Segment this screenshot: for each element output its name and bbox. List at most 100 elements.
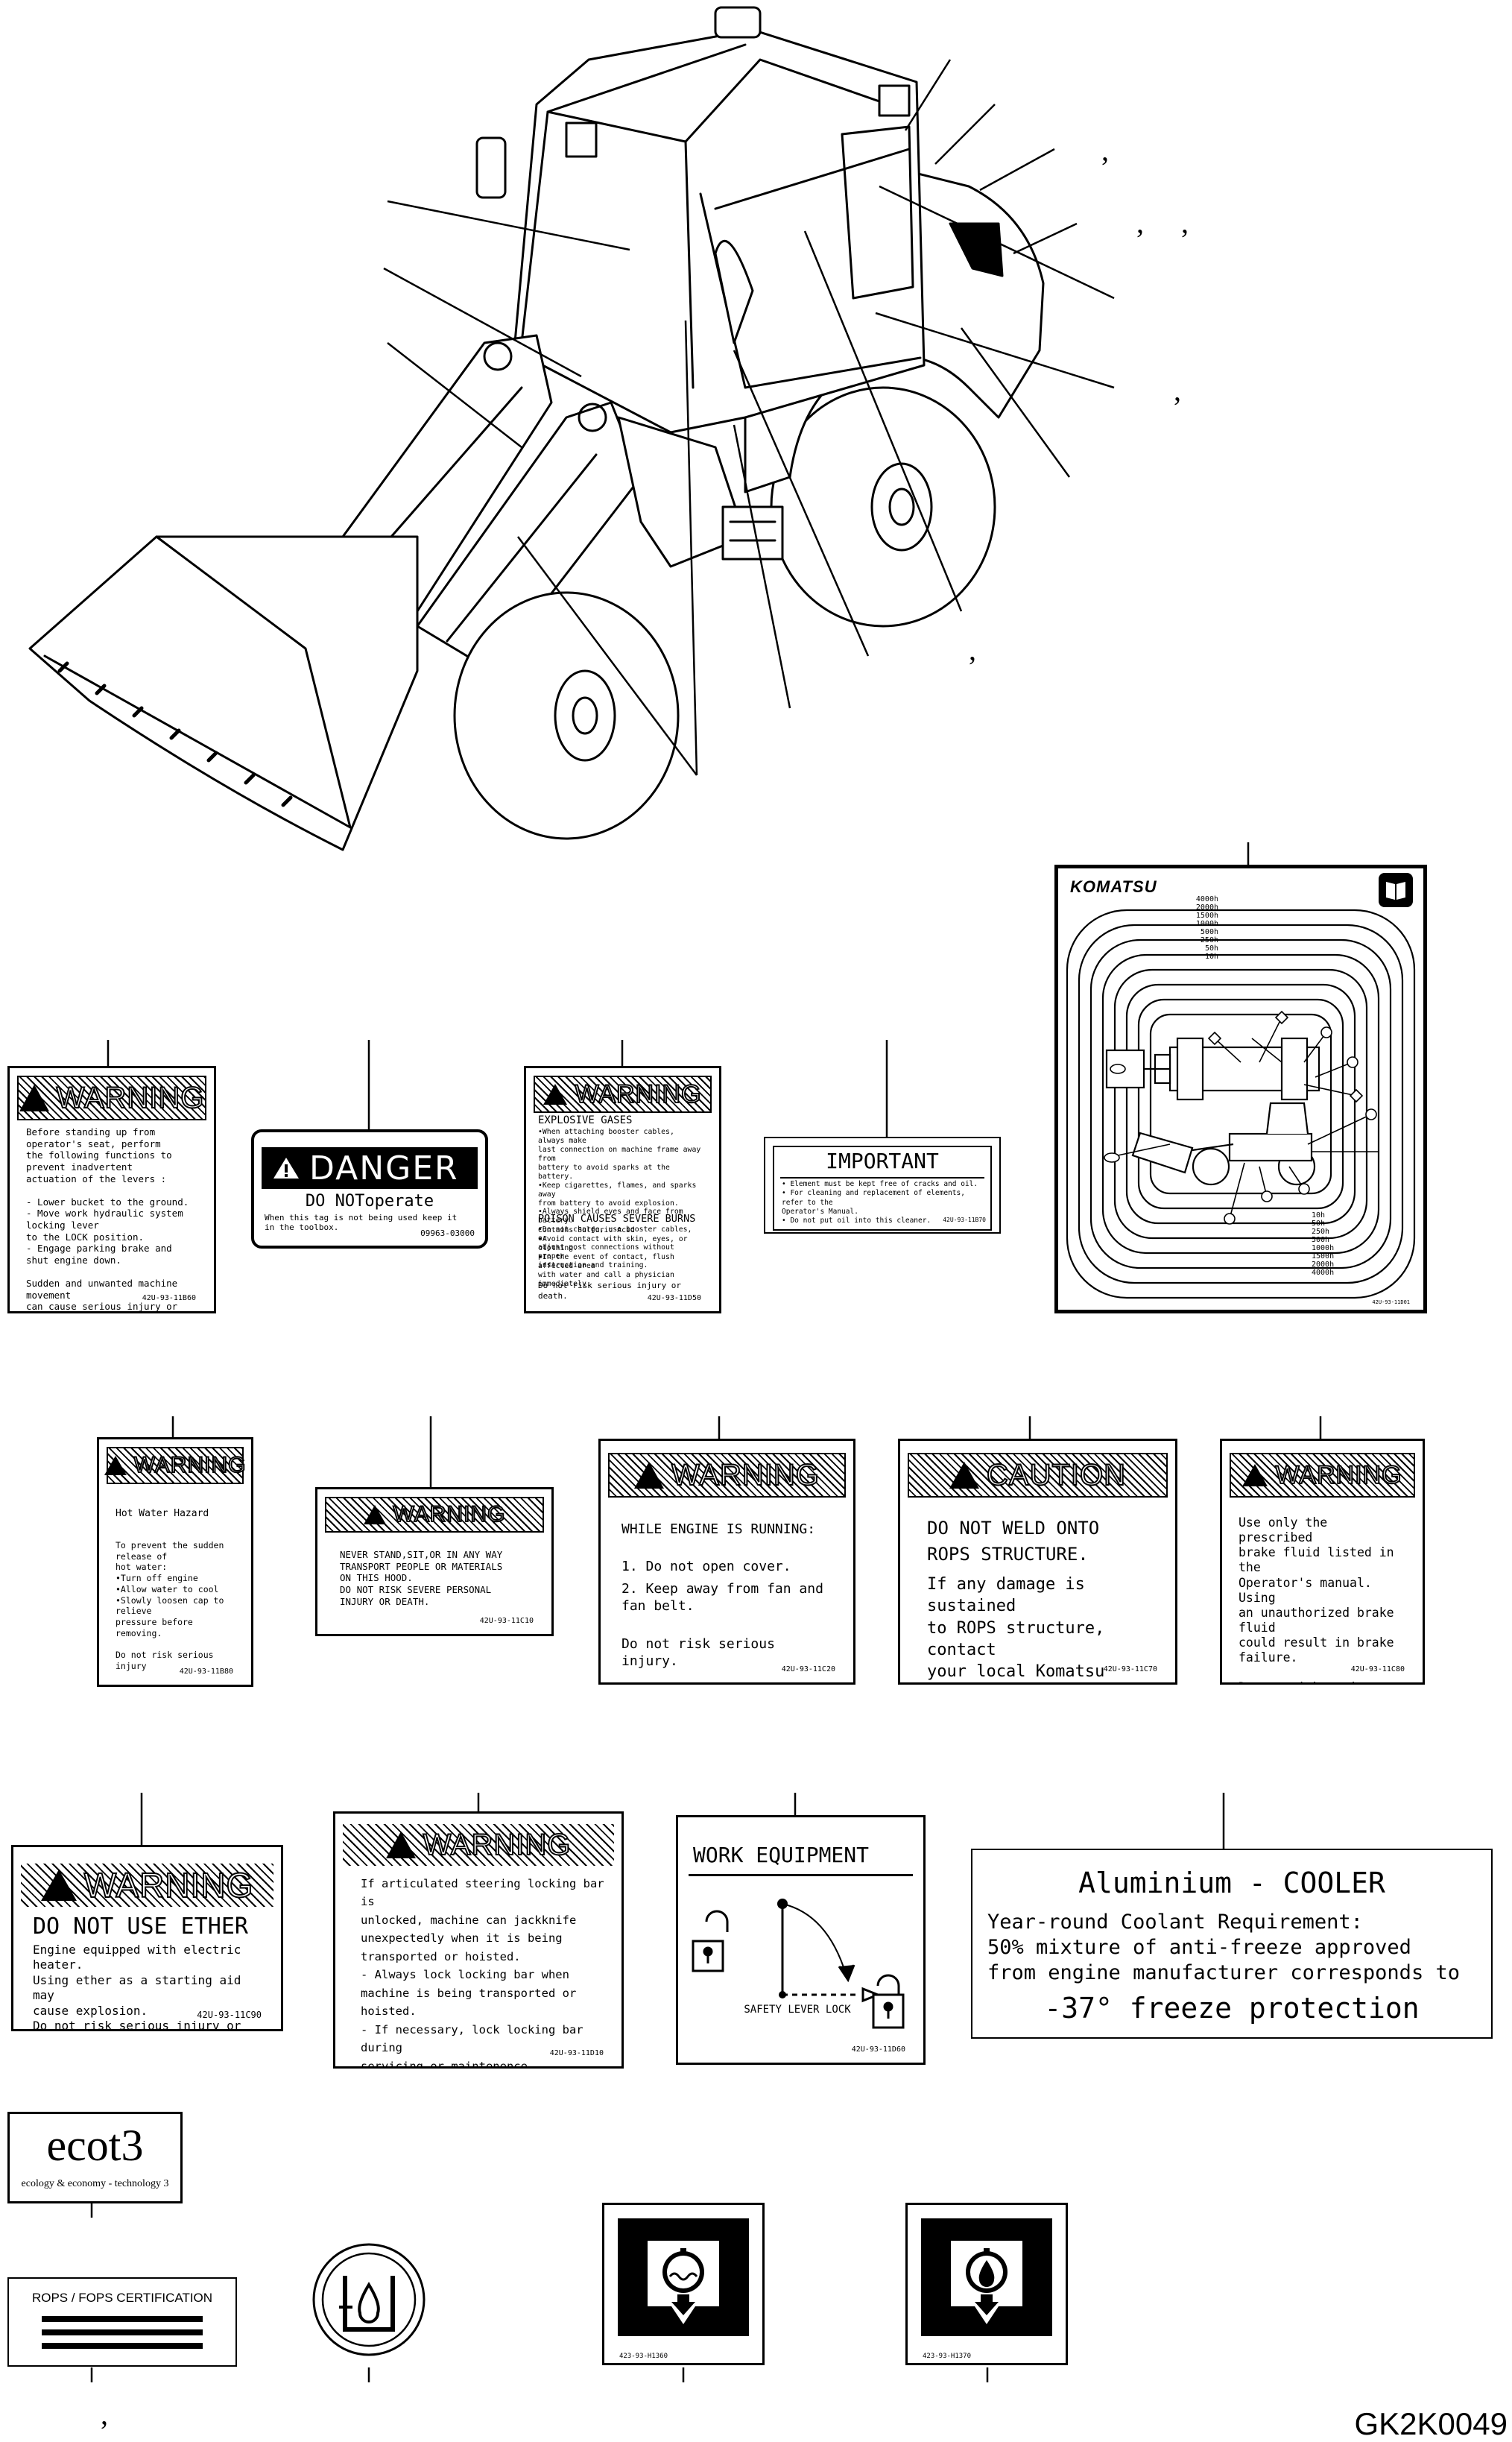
part-number: 42U-93-11C10 xyxy=(479,1617,534,1625)
front-wheel xyxy=(453,591,680,840)
part-number: 42U-93-11C70 xyxy=(1103,1665,1157,1673)
callout-mark: , xyxy=(101,2397,108,2431)
lubrication-chart: KOMATSU xyxy=(1054,865,1427,1313)
lubrication-rings xyxy=(1066,909,1416,1299)
work-light xyxy=(714,6,762,39)
callout-mark: , xyxy=(969,633,976,666)
warning-triangle-icon xyxy=(543,1084,568,1105)
warning-triangle-icon xyxy=(40,1870,77,1901)
warning-seat-decal: WARNING Before standing up from operator… xyxy=(7,1066,216,1313)
part-number: 423-93-H1370 xyxy=(923,2353,972,2360)
important-text: • Element must be kept free of cracks an… xyxy=(782,1180,978,1225)
warning-triangle-icon xyxy=(104,1456,127,1475)
step xyxy=(721,505,784,561)
danger-headline: DO NOToperate xyxy=(305,1192,434,1211)
callout-mark: , xyxy=(1136,206,1144,239)
warning-header: WARNING xyxy=(534,1076,712,1113)
ecot3-logo: ecot3 xyxy=(46,2121,144,2170)
part-number: 42U-93-11B60 xyxy=(142,1294,196,1302)
padlock-closed-icon xyxy=(876,1974,900,1995)
part-number: 42U-93-11C80 xyxy=(1350,1665,1405,1673)
bucket xyxy=(28,535,419,851)
oil-level-decal xyxy=(312,2243,426,2356)
part-number: 42U-93-11B70 xyxy=(943,1217,986,1223)
warning-triangle-icon xyxy=(19,1085,49,1111)
part-number: 42U-93-11C20 xyxy=(781,1665,835,1673)
part-number: 42U-93-11D60 xyxy=(851,2045,905,2054)
warning-brake-decal: WARNING Use only the prescribed brake fl… xyxy=(1220,1439,1425,1685)
decal-text: Before standing up from operator's seat,… xyxy=(26,1126,189,1313)
part-number: 42U-93-11D50 xyxy=(647,1294,701,1302)
part-number: 42U-93-11D01 xyxy=(1372,1299,1410,1305)
warning-steering-decal: WARNING If articulated steering locking … xyxy=(333,1811,624,2069)
important-title: IMPORTANT xyxy=(826,1149,939,1173)
decal-title: WHILE ENGINE IS RUNNING: xyxy=(621,1521,816,1537)
work-equipment-decal: WORK EQUIPMENT SAFETY LEVER LOCK 42U-93-… xyxy=(676,1815,926,2065)
danger-header: DANGER xyxy=(262,1147,478,1189)
mirror xyxy=(475,136,507,199)
decal-text: If any damage is sustained to ROPS struc… xyxy=(927,1575,1105,1681)
warning-header: WARNING xyxy=(17,1076,206,1120)
decal-footer: Do not risk serious injury or death. xyxy=(538,1281,682,1301)
interval-list-bottom: 10h 50h 250h 500h 1000h 1500h 2000h 4000… xyxy=(1312,1211,1335,1277)
manual-book-icon xyxy=(1379,873,1413,907)
decal-text: Use only the prescribed brake fluid list… xyxy=(1239,1515,1394,1682)
decal-title: Hot Water Hazard xyxy=(116,1508,209,1519)
decal-footer: Do not risk serious injury. xyxy=(621,1636,775,1669)
danger-text: When this tag is not being used keep it … xyxy=(265,1213,458,1232)
warning-hot-water-decal: WARNING Hot Water Hazard To prevent the … xyxy=(97,1437,253,1687)
warning-header: WARNING xyxy=(21,1864,273,1907)
decal-text: •When attaching booster cables, always m… xyxy=(538,1128,701,1270)
coolant-decal: Aluminium - COOLER Year-round Coolant Re… xyxy=(971,1849,1493,2039)
decal-footer: -37° freeze protection xyxy=(1044,1992,1420,2025)
callout-mark: , xyxy=(1174,373,1181,407)
decal-text: Year-round Coolant Requirement: 50% mixt… xyxy=(987,1911,1460,1984)
decal-heading: POISON CAUSES SEVERE BURNS xyxy=(538,1213,696,1225)
decal-text: Engine equipped with electric heater. Us… xyxy=(33,1943,241,2031)
warning-header: WARNING xyxy=(1230,1453,1415,1498)
oil-drop-icon xyxy=(358,2282,380,2323)
decal-heading: EXPLOSIVE GASES xyxy=(538,1114,633,1126)
decal-text: If articulated steering locking bar is u… xyxy=(361,1877,604,2069)
warning-header: WARNING xyxy=(104,1447,246,1484)
part-number: 09963-03000 xyxy=(420,1228,475,1238)
hydraulic-filter-decal: 423-93-H1370 xyxy=(905,2203,1068,2365)
decal-title: DO NOT WELD ONTO ROPS STRUCTURE. xyxy=(927,1518,1100,1565)
diagram-id: GK2K0049 xyxy=(1354,2406,1508,2441)
hydraulic-tank-icon xyxy=(618,2218,749,2336)
decal-text: To prevent the sudden release of hot wat… xyxy=(116,1540,224,1671)
part-number: 42U-93-11C90 xyxy=(197,2010,262,2020)
komatsu-logo: KOMATSU xyxy=(1070,877,1157,896)
interval-list-top: 4000h 2000h 1500h 1000h 500h 250h 50h 10… xyxy=(1195,895,1218,961)
warning-header: WARNING xyxy=(608,1453,846,1498)
cab xyxy=(513,28,926,434)
padlock-open-icon xyxy=(705,1910,729,1932)
part-number: 42U-93-11D10 xyxy=(549,2049,604,2057)
warning-triangle-icon xyxy=(1242,1464,1268,1486)
decal-title: DO NOT USE ETHER xyxy=(33,1913,248,1940)
warning-triangle-icon xyxy=(273,1158,299,1179)
decal-item: 2. Keep away from fan and fan belt. xyxy=(621,1581,823,1614)
important-decal: IMPORTANT • Element must be kept free of… xyxy=(764,1137,1001,1234)
warning-battery-decal: WARNING EXPLOSIVE GASES •When attaching … xyxy=(524,1066,721,1313)
rear-grille xyxy=(949,222,1004,277)
decal-title: WORK EQUIPMENT xyxy=(693,1843,870,1867)
part-number: 42U-93-11B80 xyxy=(179,1668,233,1676)
warning-ether-decal: WARNING DO NOT USE ETHER Engine equipped… xyxy=(11,1845,283,2031)
caution-rops-decal: CAUTION DO NOT WELD ONTO ROPS STRUCTURE.… xyxy=(898,1439,1177,1685)
decal-text: Contains Sulfuric Acid •Avoid contact wi… xyxy=(538,1226,688,1288)
safety-lever-lock-diagram xyxy=(692,1899,905,2029)
decal-title: ROPS / FOPS CERTIFICATION xyxy=(31,2291,213,2305)
warning-triangle-icon xyxy=(363,1505,386,1524)
warning-header: WARNING xyxy=(343,1824,614,1866)
rops-certification-decal: ROPS / FOPS CERTIFICATION xyxy=(7,2277,237,2367)
warning-header: WARNING xyxy=(325,1497,544,1533)
warning-hood-decal: WARNING NEVER STAND,SIT,OR IN ANY WAY TR… xyxy=(315,1487,554,1636)
callout-mark: , xyxy=(1101,133,1109,167)
warning-triangle-icon xyxy=(949,1462,979,1489)
ecot3-decal: ecot3 ecology & economy - technology 3 xyxy=(7,2112,183,2203)
decal-text: NEVER STAND,SIT,OR IN ANY WAY TRANSPORT … xyxy=(340,1549,503,1607)
ecot3-tagline: ecology & economy - technology 3 xyxy=(21,2178,169,2189)
